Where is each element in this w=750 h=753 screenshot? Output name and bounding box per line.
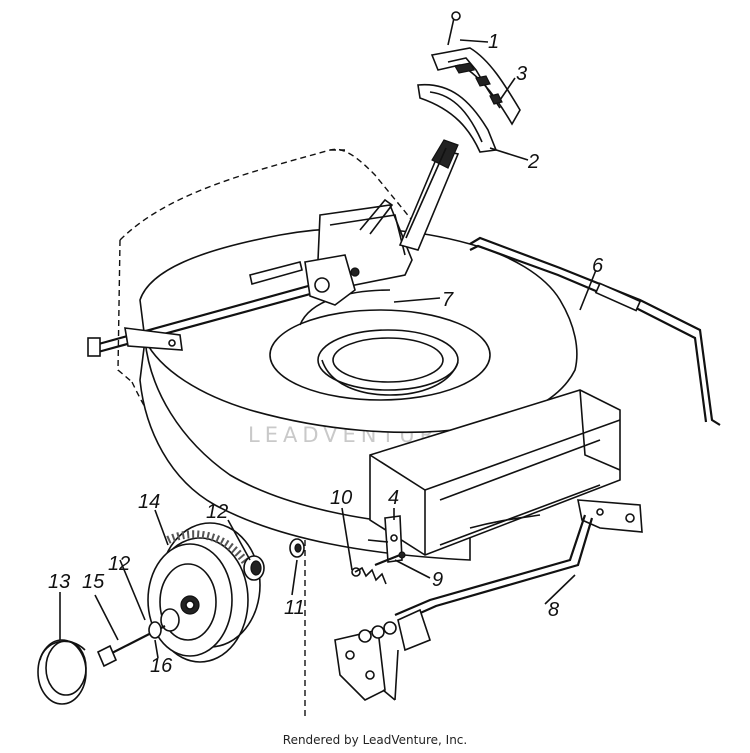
callout-1: 1 (488, 31, 499, 53)
callout-3: 3 (516, 63, 527, 85)
callout-10: 10 (330, 487, 352, 509)
callout-13: 13 (48, 571, 70, 593)
callout-8: 8 (548, 599, 559, 621)
footer-credit: Rendered by LeadVenture, Inc. (282, 733, 468, 747)
handle-rod (469, 236, 721, 426)
callout-4: 4 (388, 487, 399, 509)
index-plate-parts (417, 11, 521, 153)
callout-7: 7 (442, 289, 454, 311)
callout-6: 6 (592, 255, 604, 277)
callout-16: 16 (150, 655, 173, 677)
callout-2: 2 (527, 151, 539, 173)
front-bracket-assembly (334, 515, 431, 701)
mower-deck (139, 227, 621, 561)
wheel-assembly (37, 522, 305, 705)
callout-12-lower: 12 (108, 553, 130, 575)
callout-12-upper: 12 (206, 501, 228, 523)
leader-lines (59, 39, 597, 659)
height-adjuster-assembly (87, 139, 460, 357)
callout-11: 11 (284, 597, 305, 619)
callout-9: 9 (432, 569, 443, 591)
callout-15: 15 (82, 571, 105, 593)
callout-14: 14 (138, 491, 160, 513)
